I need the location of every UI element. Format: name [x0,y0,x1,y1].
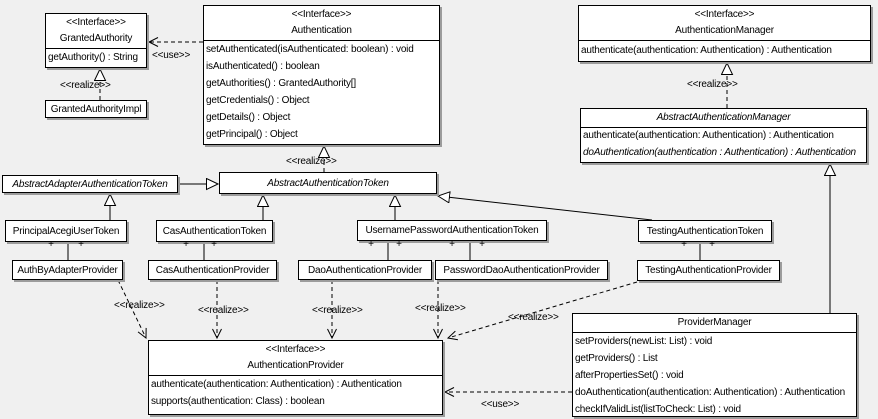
class-name: AbstractAuthenticationManager [581,109,866,128]
class-cas-authentication-provider: CasAuthenticationProvider [148,260,277,280]
class-name: PrincipalAcegiUserToken [12,225,120,237]
method: authenticate(authentication: Authenticat… [583,130,834,141]
class-testing-authentication-token: TestingAuthenticationToken [638,220,772,242]
realize-label: <<realize>> [687,79,738,90]
class-name: UsernamePasswordAuthenticationToken [365,225,539,236]
realize-label: <<realize>> [508,312,559,323]
class-dao-authentication-provider: DaoAuthenticationProvider [298,260,432,280]
class-authentication-provider: <<Interface>> AuthenticationProvider aut… [148,340,443,415]
method: getCredentials() : Object [206,95,310,106]
class-name: ProviderManager [573,314,856,333]
method: authenticate(authentication: Authenticat… [151,379,402,390]
stereotype-label: <<Interface>> [291,9,352,20]
method: doAuthentication(authentication: Authent… [575,387,845,398]
class-name: DaoAuthenticationProvider [308,264,422,276]
method: getProviders() : List [575,353,658,364]
stereotype-label: <<Interface>> [265,344,326,355]
method: authenticate(authentication: Authenticat… [581,45,832,56]
class-name: TestingAuthenticationToken [646,225,764,237]
class-name: PasswordDaoAuthenticationProvider [443,264,600,276]
generalization-testing-token [438,196,653,221]
class-testing-authentication-provider: TestingAuthenticationProvider [637,260,780,281]
class-username-password-authentication-token: UsernamePasswordAuthenticationToken [357,220,547,241]
class-header: <<Interface>> AuthenticationManager [579,6,870,41]
class-abstract-authentication-manager: AbstractAuthenticationManager authentica… [580,108,867,163]
class-header: <<Interface>> GrantedAuthority [46,14,146,49]
class-name: Authentication [291,25,352,36]
association-end-plus: + [449,239,455,250]
association-end-plus: + [681,239,687,250]
method: setProviders(newList: List) : void [575,336,713,347]
realize-label: <<realize>> [312,305,363,316]
use-label: <<use>> [152,50,191,61]
stereotype-label: <<Interface>> [66,17,126,28]
method: getPrincipal() : Object [206,129,298,140]
association-end-plus: + [709,239,715,250]
realize-label: <<realize>> [198,305,249,316]
realize-label: <<realize>> [415,303,466,314]
class-name: CasAuthenticationProvider [155,264,270,276]
class-name: TestingAuthenticationProvider [645,265,772,276]
method: getAuthorities() : GrantedAuthority[] [206,78,356,89]
association-end-plus: + [396,239,402,250]
class-abstract-adapter-authentication-token: AbstractAdapterAuthenticationToken [2,175,178,193]
association-end-plus: + [183,239,189,250]
association-end-plus: + [368,239,374,250]
class-header: <<Interface>> Authentication [204,6,439,41]
class-name: GrantedAuthority [59,33,133,44]
class-granted-authority-impl: GrantedAuthorityImpl [45,100,147,118]
method: doAuthentication(authentication : Authen… [583,146,856,158]
realize-label: <<realize>> [60,80,111,91]
method: setAuthenticated(isAuthenticated: boolea… [206,44,414,55]
method: getAuthority() : String [48,52,138,63]
stereotype-label: <<Interface>> [694,9,755,20]
class-abstract-authentication-token: AbstractAuthenticationToken [219,172,437,194]
class-name: AbstractAdapterAuthenticationToken [12,178,168,190]
method: checkIfValidList(listToCheck: List) : vo… [575,404,741,415]
class-name: AuthenticationManager [675,25,774,36]
realize-label: <<realize>> [286,156,337,167]
class-cas-authentication-token: CasAuthenticationToken [156,220,273,242]
realization-authbyadapter-provider [117,279,147,340]
class-name: AbstractAuthenticationToken [267,177,389,189]
class-header: <<Interface>> AuthenticationProvider [149,341,442,376]
association-end-plus: + [48,239,54,250]
class-name: CasAuthenticationToken [162,225,267,237]
method: afterPropertiesSet() : void [575,370,684,381]
class-authentication-manager: <<Interface>> AuthenticationManager auth… [578,5,871,62]
method: isAuthenticated() : boolean [206,61,320,72]
association-end-plus: + [78,239,84,250]
realize-label: <<realize>> [114,300,165,311]
use-label: <<use>> [481,399,520,410]
class-auth-by-adapter-provider: AuthByAdapterProvider [12,260,123,280]
class-granted-authority: <<Interface>> GrantedAuthority getAuthor… [45,13,147,68]
association-end-plus: + [479,239,485,250]
class-provider-manager: ProviderManager setProviders(newList: Li… [572,313,857,417]
class-password-dao-authentication-provider: PasswordDaoAuthenticationProvider [435,260,608,280]
class-name: GrantedAuthorityImpl [50,103,142,115]
class-authentication: <<Interface>> Authentication setAuthenti… [203,5,440,145]
association-end-plus: + [211,239,217,250]
class-principal-acegi-user-token: PrincipalAcegiUserToken [5,220,127,242]
class-name: AuthByAdapterProvider [17,264,118,276]
class-name: AuthenticationProvider [247,360,344,371]
method: supports(authentication: Class) : boolea… [151,396,325,407]
method: getDetails() : Object [206,112,291,123]
realization-testing-provider [446,281,638,341]
